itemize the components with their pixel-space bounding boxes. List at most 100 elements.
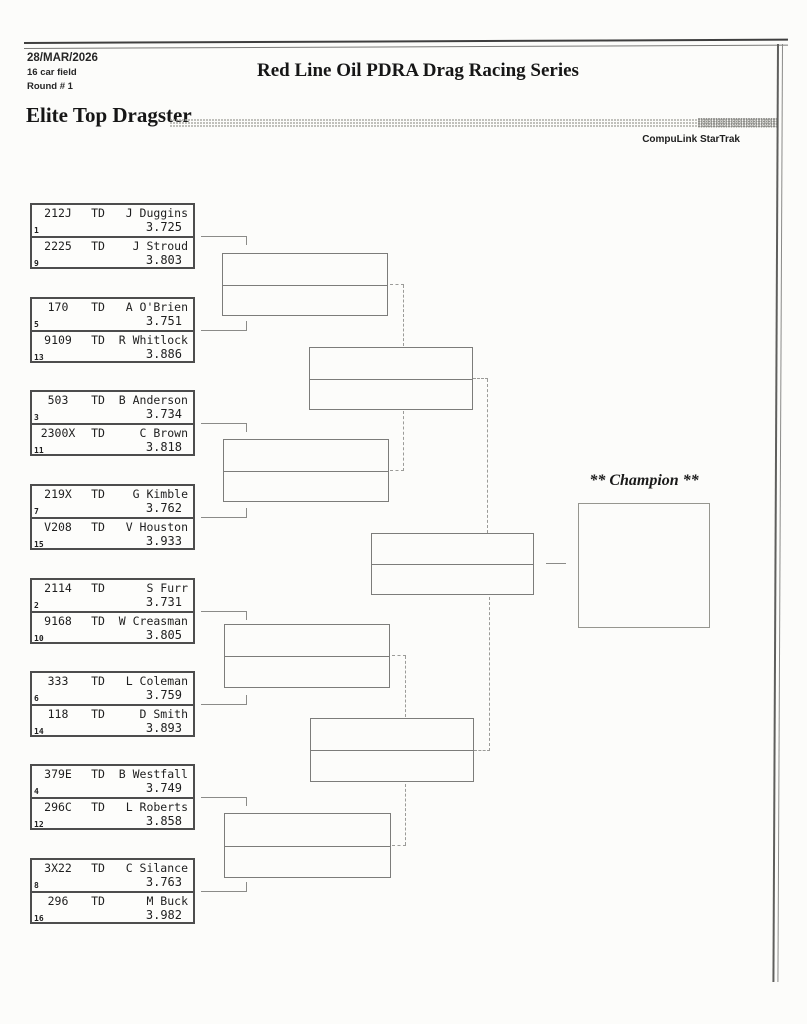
class-code: TD (91, 426, 105, 440)
right-rule (772, 43, 783, 983)
connector-hook (246, 695, 247, 704)
round1-match-box: 170 TD A O'Brien 5 3.751 9109 TD R Whitl… (30, 297, 195, 363)
connector-line (201, 236, 247, 237)
qualifying-time: 3.886 (145, 347, 182, 361)
qualifying-time: 3.725 (145, 220, 182, 234)
slot-divider (223, 254, 387, 286)
final-slot (371, 533, 534, 595)
qualifying-time: 3.751 (145, 314, 182, 328)
champion-connector (546, 563, 566, 564)
advance-connector (473, 378, 488, 379)
connector-hook (246, 321, 247, 330)
car-number: 170 (47, 300, 69, 314)
qualifying-time: 3.893 (145, 721, 182, 735)
champion-box (578, 503, 710, 628)
connector-hook (246, 797, 247, 806)
car-number: 2300X (40, 426, 76, 440)
seed-number: 7 (34, 507, 39, 516)
connector-line (201, 517, 247, 518)
qualifying-time: 3.858 (145, 814, 182, 828)
class-code: TD (91, 800, 105, 814)
seed-number: 4 (34, 787, 39, 796)
qualifying-time: 3.763 (145, 875, 182, 889)
class-code: TD (91, 206, 105, 220)
bracket-entry: V208 TD V Houston 15 3.933 (32, 519, 193, 550)
bracket-entry: 379E TD B Westfall 4 3.749 (32, 766, 193, 799)
connector-hook (246, 882, 247, 891)
round2-slot-3 (224, 624, 390, 688)
driver-name: J Duggins (125, 206, 188, 220)
connector-hook (246, 236, 247, 245)
class-code: TD (91, 393, 105, 407)
bracket-entry: 2114 TD S Furr 2 3.731 (32, 580, 193, 613)
connector-line (201, 611, 247, 612)
car-number: 9168 (44, 614, 72, 628)
car-number: 296 (47, 894, 69, 908)
bracket-entry: 219X TD G Kimble 7 3.762 (32, 486, 193, 519)
slot-divider (225, 625, 389, 657)
connector-line (201, 797, 247, 798)
car-number: 379E (44, 767, 72, 781)
class-code: TD (91, 861, 105, 875)
qualifying-time: 3.803 (145, 253, 182, 267)
connector-line (201, 330, 247, 331)
class-code: TD (91, 333, 105, 347)
qualifying-time: 3.734 (145, 407, 182, 421)
event-date: 28/MAR/2026 (27, 52, 98, 64)
seed-number: 5 (34, 320, 39, 329)
seed-number: 13 (34, 353, 44, 362)
class-title-rule (170, 119, 777, 128)
class-code: TD (91, 520, 105, 534)
slot-divider (225, 814, 390, 847)
slot-divider (310, 348, 472, 380)
connector-line (201, 423, 247, 424)
advance-connector (405, 784, 406, 845)
class-title: Elite Top Dragster (26, 103, 192, 127)
qualifying-time: 3.731 (145, 595, 182, 609)
round-label: Round # 1 (27, 81, 73, 92)
advance-connector (392, 655, 406, 656)
seed-number: 3 (34, 413, 39, 422)
seed-number: 11 (34, 446, 44, 455)
seed-number: 10 (34, 634, 44, 643)
driver-name: D Smith (139, 707, 188, 721)
class-code: TD (91, 300, 105, 314)
slot-divider (372, 534, 533, 565)
car-number: V208 (44, 520, 72, 534)
bracket-entry: 170 TD A O'Brien 5 3.751 (32, 299, 193, 332)
class-title-rule-end (698, 118, 777, 128)
qualifying-time: 3.982 (145, 908, 182, 922)
bracket-entry: 296C TD L Roberts 12 3.858 (32, 799, 193, 830)
champion-label: ** Champion ** (589, 472, 699, 489)
car-number: 2114 (44, 581, 72, 595)
qualifying-time: 3.805 (145, 628, 182, 642)
bracket-entry: 212J TD J Duggins 1 3.725 (32, 205, 193, 238)
driver-name: J Stroud (132, 239, 188, 253)
seed-number: 6 (34, 694, 39, 703)
advance-connector (390, 470, 404, 471)
car-number: 3X22 (44, 861, 72, 875)
round1-match-box: 212J TD J Duggins 1 3.725 2225 TD J Stro… (30, 203, 195, 269)
connector-hook (246, 611, 247, 620)
bracket-entry: 296 TD M Buck 16 3.982 (32, 893, 193, 924)
qualifying-time: 3.762 (145, 501, 182, 515)
qualifying-time: 3.759 (145, 688, 182, 702)
driver-name: B Westfall (118, 767, 188, 781)
round1-match-box: 3X22 TD C Silance 8 3.763 296 TD M Buck … (30, 858, 195, 924)
round1-match-box: 333 TD L Coleman 6 3.759 118 TD D Smith … (30, 671, 195, 737)
series-title: Red Line Oil PDRA Drag Racing Series (257, 60, 579, 81)
driver-name: B Anderson (118, 393, 188, 407)
seed-number: 14 (34, 727, 44, 736)
class-code: TD (91, 707, 105, 721)
round2-slot-1 (222, 253, 388, 316)
timing-system-brand: CompuLink StarTrak (642, 134, 740, 145)
car-number: 212J (44, 206, 72, 220)
round1-match-box: 219X TD G Kimble 7 3.762 V208 TD V Houst… (30, 484, 195, 550)
seed-number: 2 (34, 601, 39, 610)
round1-match-box: 503 TD B Anderson 3 3.734 2300X TD C Bro… (30, 390, 195, 456)
seed-number: 9 (34, 259, 39, 268)
class-code: TD (91, 581, 105, 595)
driver-name: W Creasman (118, 614, 188, 628)
bracket-entry: 118 TD D Smith 14 3.893 (32, 706, 193, 737)
